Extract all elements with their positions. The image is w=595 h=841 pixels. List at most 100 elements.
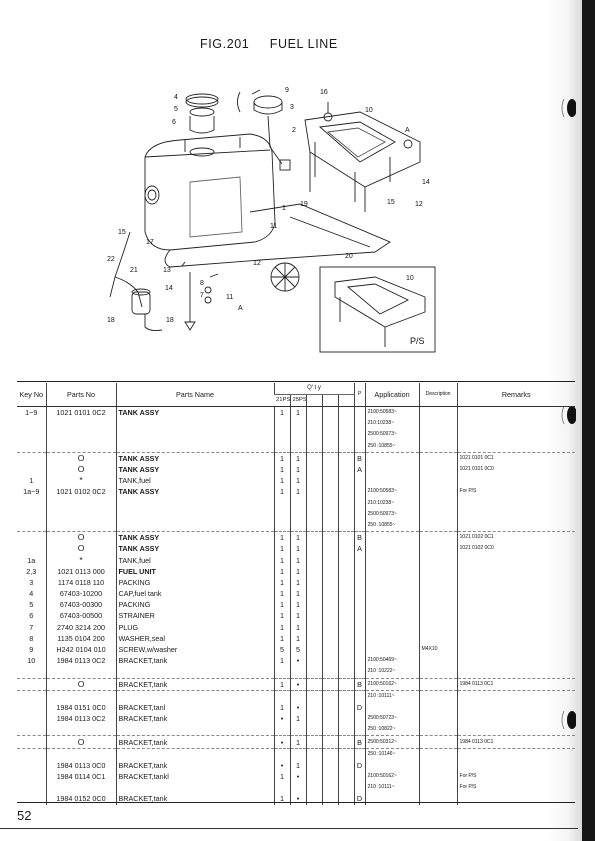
cell-desc (418, 531, 457, 544)
callout-17: 16 (320, 89, 328, 96)
cell-p (353, 565, 365, 577)
cell-app (364, 759, 419, 771)
ps-label: P/S (410, 336, 425, 346)
cell-p (353, 599, 365, 611)
cell-p (353, 666, 365, 678)
cell-app (364, 793, 419, 805)
cell-name (115, 747, 274, 760)
parts-table: Key No Parts No Parts Name Q' t y P Appl… (17, 383, 575, 805)
callout-9: 9 (285, 87, 289, 94)
callout-18b: 18 (107, 317, 115, 324)
cell-app: 2500:50973~ (364, 429, 419, 441)
cell-q2: • (289, 771, 306, 783)
cell-rem (456, 689, 575, 702)
cell-key (17, 702, 46, 713)
table-row: 210:10238~ (17, 418, 575, 430)
cell-desc: M4X10 (418, 643, 457, 656)
cell-name: TANK ASSY (115, 543, 274, 555)
cell-key: 5 (29, 600, 34, 610)
cell-parts (45, 519, 116, 532)
cell-key: 2,3 (26, 566, 37, 576)
header-description: Description (418, 383, 457, 407)
cell-app: 2100:50162~ (364, 771, 419, 783)
cell-p (353, 713, 365, 725)
cell-desc (418, 429, 457, 441)
cell-name (115, 666, 274, 678)
cell-desc (418, 588, 457, 600)
cell-rem: For P/S (456, 486, 575, 498)
callout-14: 13 (163, 267, 171, 274)
cell-q2 (289, 519, 306, 532)
cell-rem (456, 724, 575, 736)
callout-18c: 18 (166, 317, 174, 324)
cell-q1 (273, 429, 290, 441)
header-parts-no: Parts No (45, 383, 116, 407)
cell-p (353, 486, 365, 498)
cell-q2 (289, 666, 306, 678)
cell-desc (418, 610, 457, 622)
cell-rem (456, 406, 575, 419)
cell-parts: 1021 0102 0C2 (45, 486, 116, 498)
cell-p: B (353, 735, 365, 749)
cell-q1: 1 (273, 793, 290, 805)
callout-13: 14 (165, 285, 173, 292)
cell-desc (418, 440, 457, 453)
cell-app (364, 643, 419, 656)
cell-desc (418, 793, 457, 805)
cell-desc (418, 735, 457, 749)
cell-desc (418, 759, 457, 771)
cell-q2 (289, 440, 306, 453)
cell-p (353, 621, 365, 633)
cell-q1: 1 (273, 701, 290, 714)
cell-desc (418, 543, 457, 555)
cell-rem (456, 666, 575, 678)
cell-rem (456, 643, 575, 656)
cell-desc (418, 677, 457, 691)
cell-parts: 1135 0104 200 (45, 632, 116, 644)
cell-p: D (353, 793, 365, 805)
cell-app (364, 565, 419, 577)
page-number: 52 (17, 808, 32, 823)
cell-key: 1~9 (25, 408, 38, 418)
cell-parts (45, 497, 116, 509)
cell-name: BRACKET,tank (115, 677, 274, 691)
cell-desc (418, 554, 457, 566)
cell-app: 2100:50583~ (364, 486, 419, 498)
callout-2: 2 (292, 127, 296, 134)
cell-parts: 1984 0113 0C0 (45, 759, 116, 771)
page-title: FIG.201 FUEL LINE (200, 37, 338, 51)
cell-p (353, 508, 365, 520)
cell-p (353, 588, 365, 600)
cell-app (364, 543, 419, 555)
cell-parts: 67403-00300 (45, 599, 116, 611)
fuel-line-diagram: 4 5 6 9 3 2 16 10 A 14 15 12 1 19 11 15 … (107, 87, 436, 353)
cell-parts: 1984 0152 0C0 (45, 793, 116, 805)
cell-desc (418, 576, 457, 588)
cell-key (17, 713, 46, 724)
cell-name (115, 508, 274, 520)
cell-q1: 1 (273, 632, 290, 644)
cell-q1: 1 (273, 677, 290, 691)
cell-q1: 1 (273, 406, 290, 419)
cell-q2: • (289, 655, 306, 667)
table-row: 250 :10855~ (17, 519, 575, 532)
cell-rem: 1984 0113 0C1 (456, 677, 575, 691)
cell-desc (418, 701, 457, 714)
cell-desc (418, 621, 457, 633)
cell-q1: 1 (273, 486, 290, 498)
cell-rem (456, 554, 575, 566)
callout-10: 10 (365, 107, 373, 114)
cell-name: CAP,fuel tank (115, 588, 274, 600)
cell-rem (456, 508, 575, 520)
table-top-rule (17, 381, 575, 382)
cell-parts (45, 724, 116, 736)
cell-q1 (273, 497, 290, 509)
cell-q2 (289, 497, 306, 509)
cell-parts: O (45, 463, 116, 476)
cell-name: BRACKET,tanl (115, 701, 274, 714)
